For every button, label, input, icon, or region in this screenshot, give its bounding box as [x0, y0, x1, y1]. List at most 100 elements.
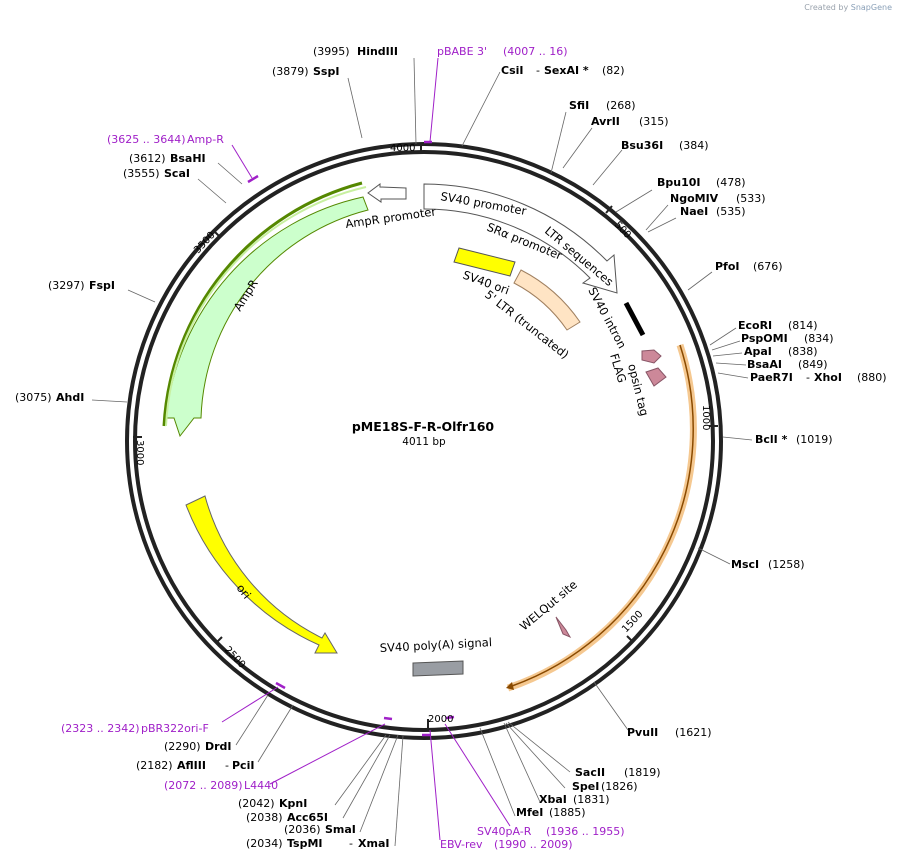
site-pos-bsahi: (3612) [129, 152, 166, 165]
primer-range-l4440: (2072 .. 2089) [164, 779, 243, 792]
site-pos-sspi: (3879) [272, 65, 309, 78]
site-pos-afliii: (2182) [136, 759, 173, 772]
tick-marks [133, 144, 718, 728]
site-pos-ahdi: (3075) [15, 391, 52, 404]
site-name-bpu10i: Bpu10I [657, 176, 701, 189]
tick-label-1000: 1000 [700, 405, 711, 430]
primer-marks [247, 140, 455, 737]
primer-name-ampr: Amp-R [187, 133, 224, 146]
backbone-outer [125, 142, 723, 740]
site-pos-bsu36i: (384) [679, 139, 709, 152]
site-name-scai: ScaI [164, 167, 190, 180]
cds-highlight-line [511, 344, 694, 687]
site-pos-ngomiv: (533) [736, 192, 766, 205]
cds-arrowhead [506, 682, 514, 690]
site-sep-afliii: - [225, 759, 229, 772]
primer-name-sv40pa-r: SV40pA-R [477, 825, 532, 838]
primer-range-pbabe3: (4007 .. 16) [503, 45, 568, 58]
site-name-ahdi: AhdI [56, 391, 84, 404]
credit-brand: SnapGene [850, 3, 892, 12]
tick-label-3000: 3000 [134, 440, 145, 465]
site-name-csii: CsiI [501, 64, 523, 77]
site-name2-xhoi: XhoI [814, 371, 842, 384]
site-pos-spei: (1826) [601, 780, 638, 793]
primer-leader-lines [221, 57, 511, 841]
site-name-drdi: DrdI [205, 740, 232, 753]
sv40-ori-box [453, 247, 516, 277]
site-pos-msci: (1258) [768, 558, 805, 571]
site-name-bcli: BclI * [755, 433, 788, 446]
site-pos-sacii: (1819) [624, 766, 661, 779]
ori-arrow [185, 495, 338, 654]
plasmid-name: pME18S-F-R-Olfr160 [352, 419, 495, 434]
sv40-polya-label: SV40 poly(A) signal [379, 635, 492, 655]
site-name-pvuii: PvuII [627, 726, 658, 739]
site-name-ngomiv: NgoMIV [670, 192, 719, 205]
site-name-kpni: KpnI [279, 797, 307, 810]
primer-range-ampr: (3625 .. 3644) [107, 133, 186, 146]
site-name-apai: ApaI [744, 345, 772, 358]
cds-highlight-glow [506, 343, 697, 692]
site-pos-avrii: (315) [639, 115, 669, 128]
site-pos-sfii: (268) [606, 99, 636, 112]
site-name-naei: NaeI [680, 205, 708, 218]
site-pos-pspomi: (834) [804, 332, 834, 345]
site-name-avrii: AvrII [591, 115, 620, 128]
primer-name-ebv-rev: EBV-rev [440, 838, 483, 851]
flag-arrow [641, 349, 662, 364]
credit-prefix: Created by [804, 3, 849, 12]
primer-name-l4440: L4440 [244, 779, 278, 792]
primer-labels: pBABE 3' (4007 .. 16) (3625 .. 3644) Amp… [61, 45, 625, 851]
plasmid-length: 4011 bp [402, 436, 446, 448]
site-pos-mfei: (1885) [549, 806, 586, 819]
site-leader-lines [91, 57, 753, 847]
site-name-sfii: SfiI [569, 99, 589, 112]
site-name-smai: SmaI [325, 823, 356, 836]
site-pos-pfoi: (676) [753, 260, 783, 273]
ltr-5-arc [513, 269, 581, 331]
site-sep-tspmi: - [349, 837, 353, 850]
site-pos-smai: (2036) [284, 823, 321, 836]
site-pos-bpu10i: (478) [716, 176, 746, 189]
site-name2-pcii: PciI [232, 759, 254, 772]
tick-label-2000: 2000 [428, 714, 453, 725]
primer-range-sv40pa-r: (1936 .. 1955) [546, 825, 625, 838]
site-name-bsu36i: Bsu36I [621, 139, 663, 152]
site-labels-right: CsiI - SexAI * (82) SfiI (268) AvrII (31… [501, 64, 887, 819]
site-pos-xbai: (1831) [573, 793, 610, 806]
site-pos-tspmi: (2034) [246, 837, 283, 850]
welqut-arrow [555, 616, 572, 639]
site-name-msci: MscI [731, 558, 759, 571]
site-name-mfei: MfeI [516, 806, 543, 819]
tick-label-4000: 4000 [390, 143, 415, 154]
site-name-bsahi: BsaHI [170, 152, 206, 165]
opsin-tag-arrow [645, 367, 667, 387]
primer-name-pbabe3: pBABE 3' [437, 45, 487, 58]
site-pos-ecori: (814) [788, 319, 818, 332]
site-pos-csii: (82) [602, 64, 625, 77]
opsin-tag-label: opsin tag [625, 362, 651, 417]
site-pos-fspi: (3297) [48, 279, 85, 292]
sv40-promoter-arrow [423, 183, 618, 294]
site-pos-drdi: (2290) [164, 740, 201, 753]
primer-name-pbr322ori: pBR322ori-F [141, 722, 209, 735]
site-pos-bcli: (1019) [796, 433, 833, 446]
site-name2-sexai: SexAI * [544, 64, 589, 77]
site-name-xbai: XbaI [539, 793, 567, 806]
site-pos-hindiii: (3995) [313, 45, 350, 58]
snapgene-credit: Created by SnapGene [804, 3, 892, 12]
site-labels-left: (3995) HindIII (3879) SspI (3612) BsaHI … [15, 45, 398, 850]
site-pos-pvuii: (1621) [675, 726, 712, 739]
welqut-label: WELQut site [517, 577, 580, 633]
site-pos-paer7i: (880) [857, 371, 887, 384]
site-name-paer7i: PaeR7I [750, 371, 793, 384]
site-name-ecori: EcoRI [738, 319, 772, 332]
site-name-pspomi: PspOMI [741, 332, 788, 345]
site-name-tspmi: TspMI [287, 837, 323, 850]
site-pos-scai: (3555) [123, 167, 160, 180]
backbone-inner [133, 150, 715, 732]
site-name-sspi: SspI [313, 65, 339, 78]
site-sep-csii: - [536, 64, 540, 77]
ampr-highlight [162, 181, 363, 427]
